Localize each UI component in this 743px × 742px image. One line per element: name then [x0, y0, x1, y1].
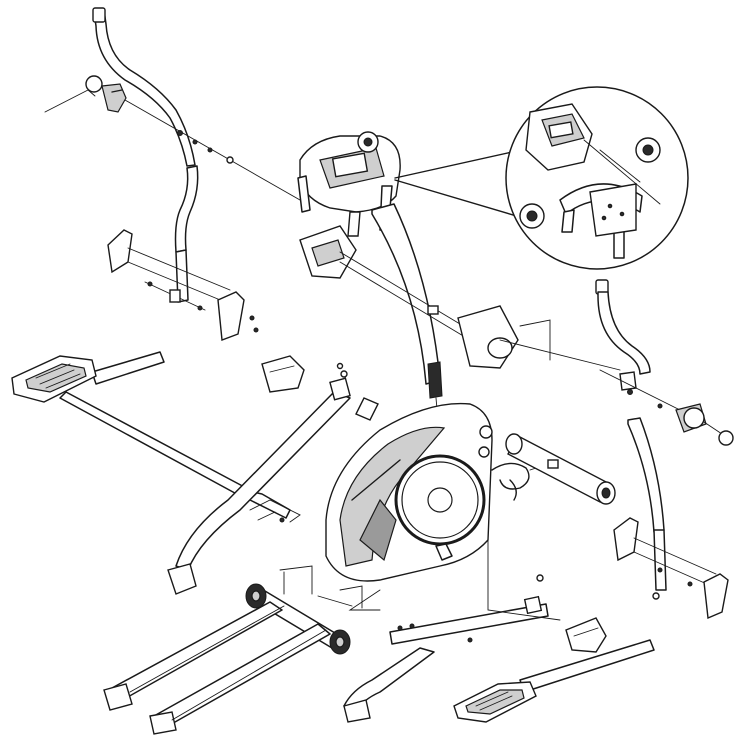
- left-bracket: [107, 229, 259, 341]
- left-lower-rail: [167, 362, 351, 595]
- left-pedal-arm: [59, 351, 291, 519]
- left-handlebar: [92, 7, 199, 303]
- console-pivot: [299, 225, 621, 371]
- right-pedal: [453, 681, 537, 723]
- right-cam-block: [565, 617, 607, 653]
- console-detail-inset: [394, 86, 689, 270]
- console-mast: [371, 203, 443, 421]
- rear-roller: [505, 433, 616, 505]
- right-axle-assembly: [599, 369, 734, 446]
- console: [297, 131, 401, 237]
- left-leaders: [249, 499, 301, 523]
- left-pedal: [11, 355, 97, 403]
- left-axle-assembly: [44, 75, 301, 201]
- center-leaders: [348, 539, 561, 621]
- flywheel: [394, 454, 486, 561]
- transport-wheel: [245, 583, 351, 655]
- rear-rail: [103, 601, 331, 735]
- cam-block: [261, 355, 379, 421]
- right-bracket: [613, 517, 729, 620]
